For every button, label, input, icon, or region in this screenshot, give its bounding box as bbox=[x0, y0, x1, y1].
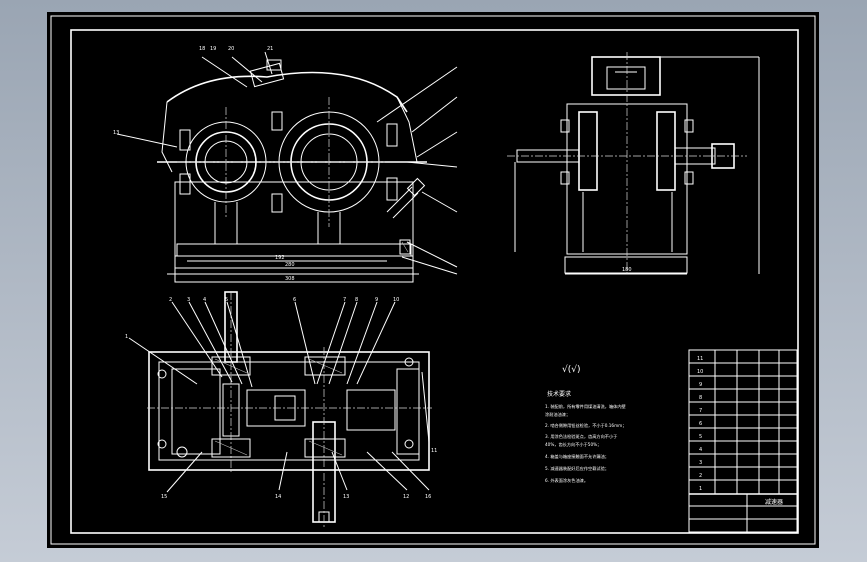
tb-row-4: 4 bbox=[699, 447, 702, 453]
balloon-plan-4: 4 bbox=[203, 297, 206, 303]
technical-notes: √(√) 技术要求 1. 装配前，所有零件用煤油清洗，箱体内壁 涂耐油油漆； 2… bbox=[545, 364, 626, 484]
balloon-plan-7: 7 bbox=[343, 297, 346, 303]
balloon-plan-13: 13 bbox=[343, 494, 349, 500]
balloon-plan-15: 15 bbox=[161, 494, 167, 500]
balloon-plan-8: 8 bbox=[355, 297, 358, 303]
balloon-plan-1: 1 bbox=[125, 334, 128, 340]
dim-308: 308 bbox=[285, 276, 295, 282]
drawing-sheet: 192 280 308 18 19 20 21 13 bbox=[47, 12, 819, 548]
tb-row-7: 7 bbox=[699, 408, 702, 414]
notes-heading: 技术要求 bbox=[547, 390, 571, 398]
cad-drawing: 192 280 308 18 19 20 21 13 bbox=[50, 15, 816, 545]
note-line-5: 40%，齿长方向不小于50%； bbox=[545, 441, 601, 448]
tb-row-9: 9 bbox=[699, 382, 702, 388]
note-line-1: 1. 装配前，所有零件用煤油清洗，箱体内壁 bbox=[545, 403, 626, 410]
outer-frame bbox=[50, 15, 816, 545]
balloon-plan-14: 14 bbox=[275, 494, 281, 500]
balloon-21: 21 bbox=[267, 46, 273, 52]
note-line-6: 4. 箱盖与箱座接触面不允许漏油； bbox=[545, 453, 609, 460]
balloon-plan-16: 16 bbox=[425, 494, 431, 500]
balloon-18: 18 bbox=[199, 46, 205, 52]
balloon-plan-3: 3 bbox=[187, 297, 190, 303]
balloon-19: 19 bbox=[210, 46, 216, 52]
balloon-20: 20 bbox=[228, 46, 234, 52]
dim-192: 192 bbox=[275, 255, 285, 261]
balloon-plan-2: 2 bbox=[169, 297, 172, 303]
balloon-front-13: 13 bbox=[113, 130, 119, 136]
note-line-2: 涂耐油油漆； bbox=[545, 411, 570, 418]
note-line-8: 6. 外表面涂灰色油漆。 bbox=[545, 477, 588, 484]
note-line-7: 5. 减速器装配好后应作空载试验； bbox=[545, 465, 609, 472]
tb-row-2: 2 bbox=[699, 473, 702, 479]
roughness-symbol: √(√) bbox=[562, 364, 581, 375]
dim-180: 180 bbox=[622, 267, 632, 273]
tb-row-6: 6 bbox=[699, 421, 702, 427]
drawing-title: 减速器 bbox=[765, 498, 783, 506]
balloon-plan-12: 12 bbox=[403, 494, 409, 500]
balloon-plan-6: 6 bbox=[293, 297, 296, 303]
inner-frame bbox=[70, 29, 799, 534]
tb-row-1: 1 bbox=[699, 486, 702, 492]
tb-row-3: 3 bbox=[699, 460, 702, 466]
balloon-plan-10: 10 bbox=[393, 297, 399, 303]
note-line-4: 3. 用涂色法检验斑点，齿高方向不小于 bbox=[545, 433, 617, 440]
balloon-plan-11: 11 bbox=[431, 448, 437, 454]
balloon-plan-9: 9 bbox=[375, 297, 378, 303]
tb-row-11: 11 bbox=[697, 356, 703, 362]
title-block: 11 10 9 8 7 6 5 4 3 2 1 减速器 bbox=[688, 349, 798, 533]
tb-row-8: 8 bbox=[699, 395, 702, 401]
plan-view: 2 3 4 5 6 7 8 9 10 1 11 15 14 13 12 16 bbox=[125, 291, 437, 527]
balloon-plan-5: 5 bbox=[225, 297, 228, 303]
note-line-3: 2. 啮合侧隙用铅丝检验，不小于0.16mm； bbox=[545, 422, 626, 429]
front-view: 192 280 308 18 19 20 21 13 bbox=[113, 46, 458, 283]
tb-row-10: 10 bbox=[697, 369, 703, 375]
tb-row-5: 5 bbox=[699, 434, 702, 440]
side-view: 180 bbox=[507, 52, 760, 275]
dim-280: 280 bbox=[285, 262, 295, 268]
